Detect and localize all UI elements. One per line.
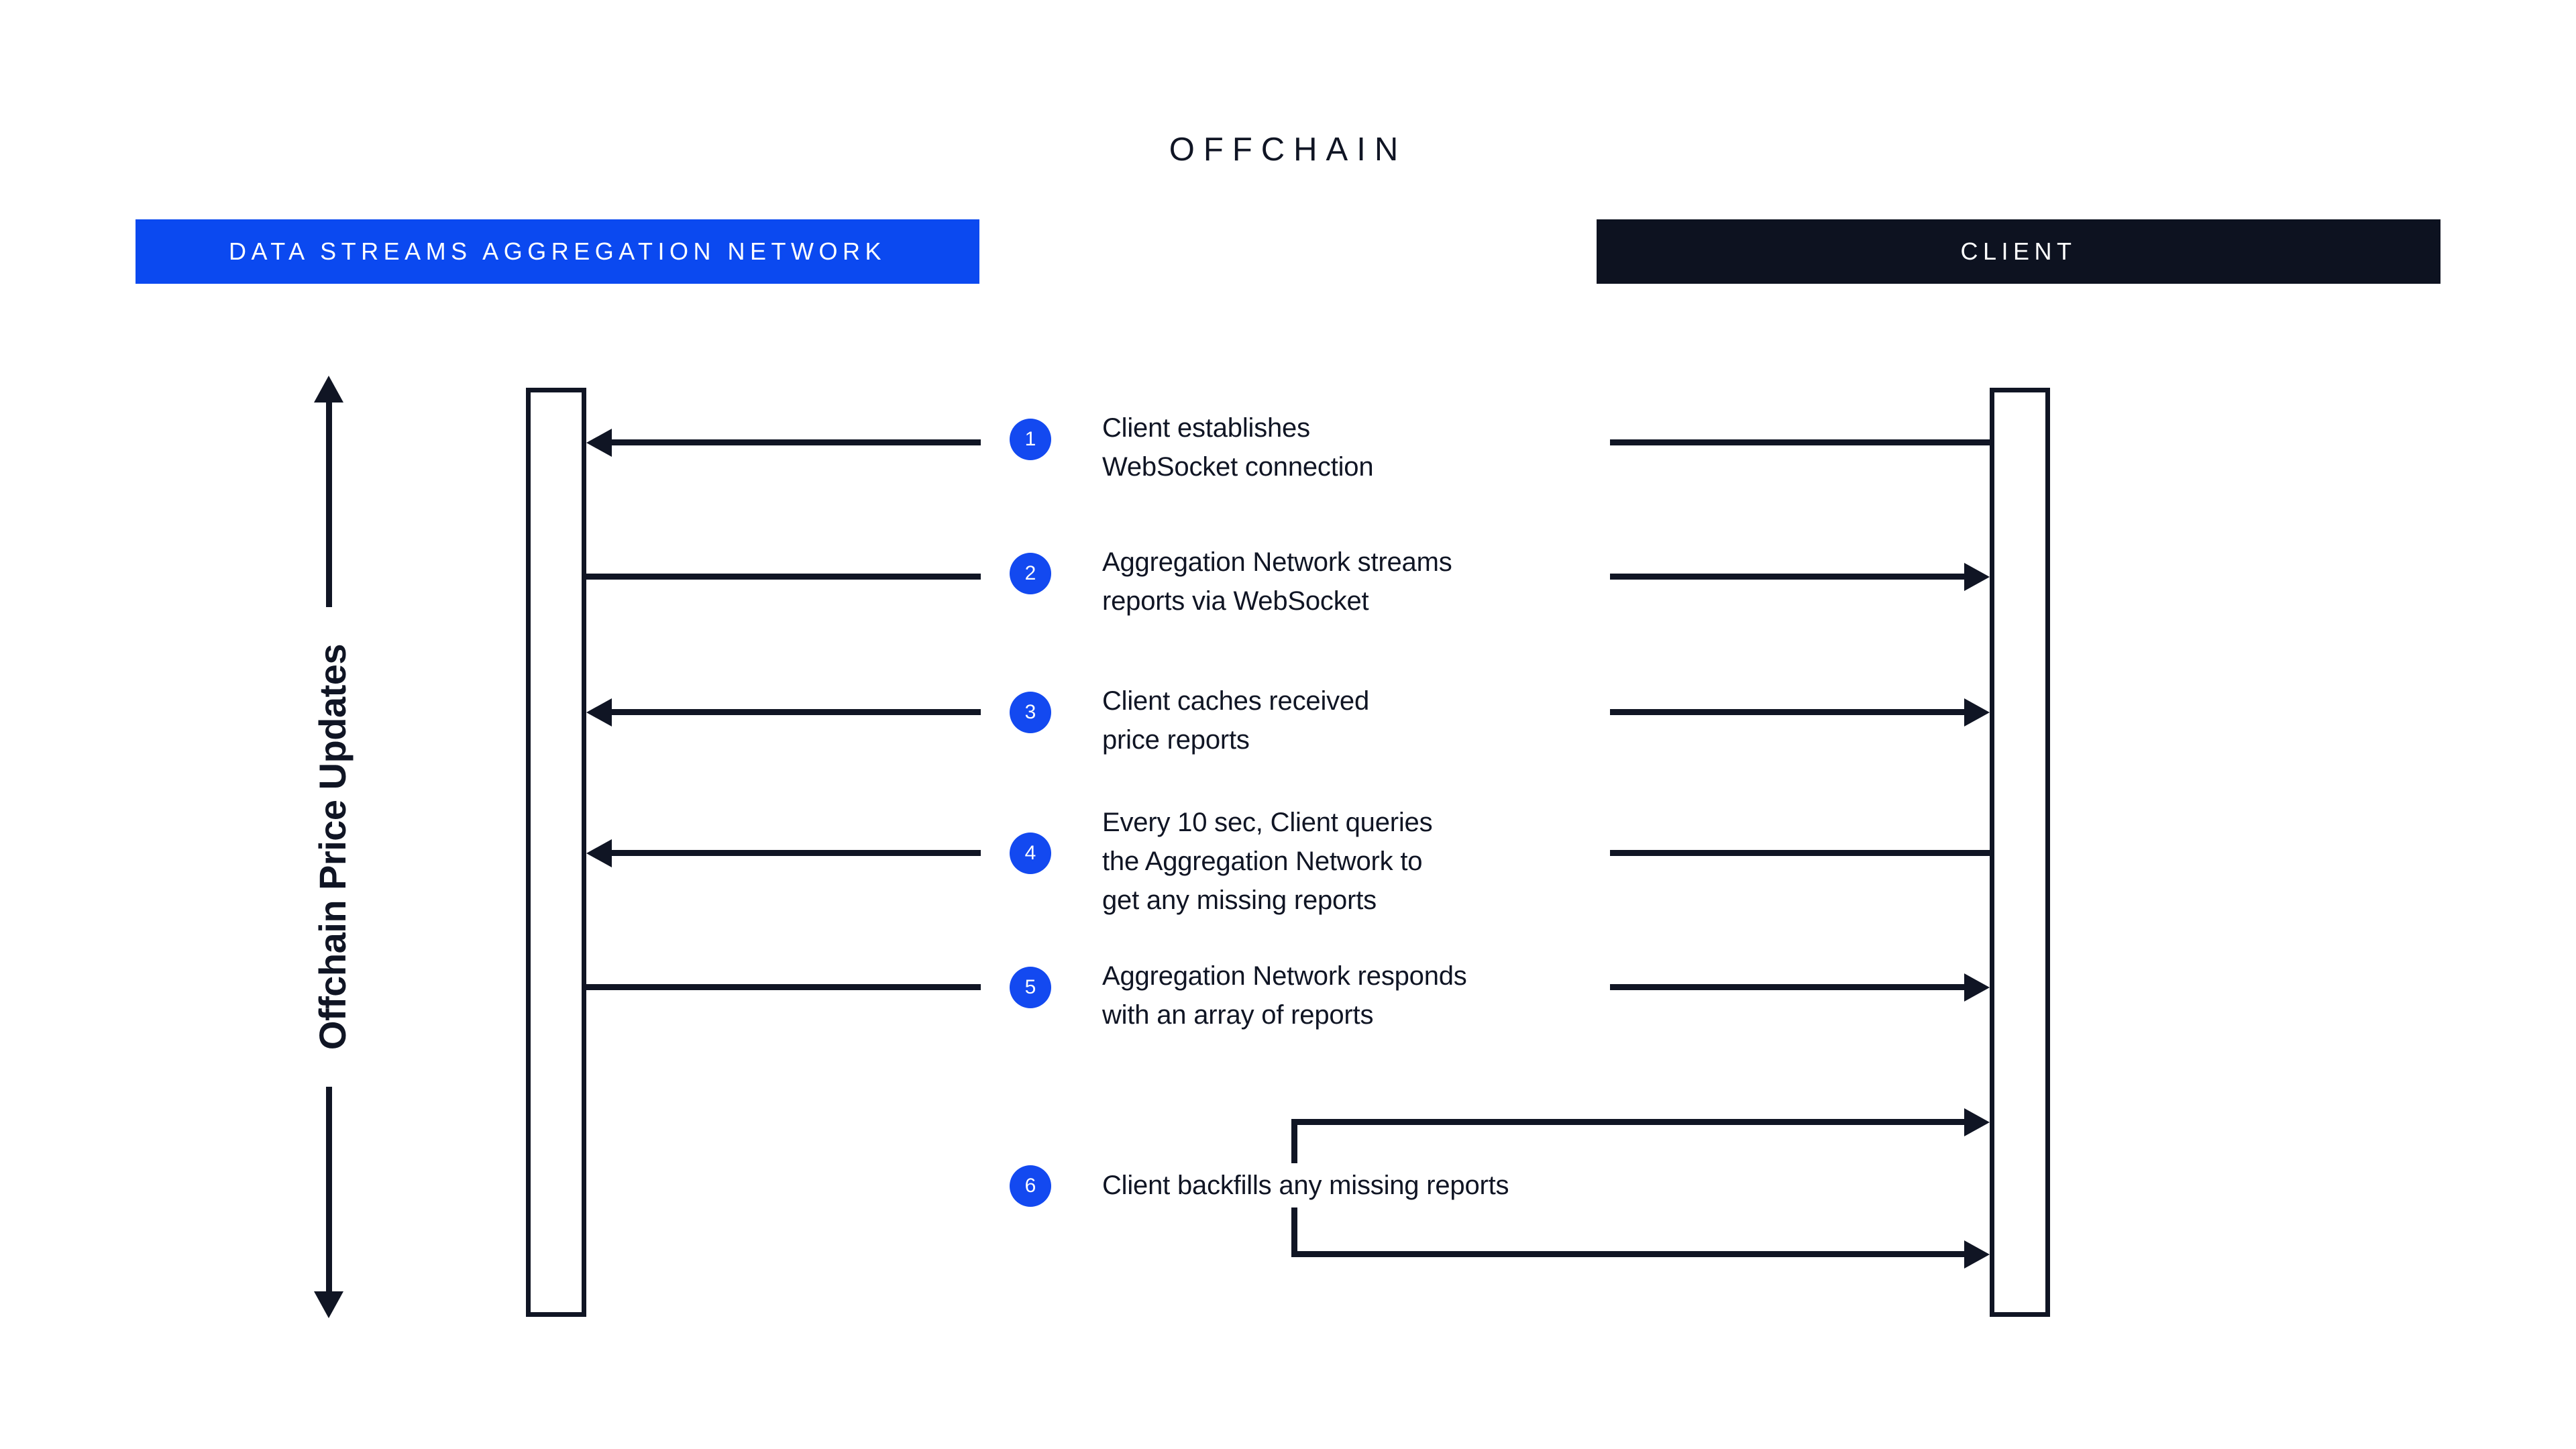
connector-right-3: [1610, 709, 1964, 715]
step-number-6: 6: [1024, 1175, 1036, 1197]
step-text-5: Aggregation Network responds with an arr…: [1102, 961, 1467, 1030]
step-badge-6: 6: [1010, 1165, 1051, 1207]
connector-right-5: [1610, 984, 1964, 990]
lifeline-client: [1990, 388, 2050, 1317]
connector-left-1: [612, 439, 981, 445]
step-badge-3: 3: [1010, 692, 1051, 733]
step-text-6: Client backfills any missing reports: [1102, 1171, 1509, 1200]
axis-label-mask: [275, 607, 389, 1087]
selfloop-stub-bottom-6: [1291, 1208, 1297, 1257]
arrowhead-left-4: [586, 839, 612, 867]
step-number-4: 4: [1024, 842, 1036, 864]
arrowhead-selfloop-bottom-6: [1964, 1240, 1990, 1269]
step-number-1: 1: [1024, 428, 1036, 450]
step-number-5: 5: [1024, 976, 1036, 998]
connector-selfloop-bottom-6: [1291, 1251, 1964, 1257]
step-badge-5: 5: [1010, 967, 1051, 1008]
arrowhead-right-3: [1964, 698, 1990, 727]
step-badge-4: 4: [1010, 833, 1051, 874]
step-badge-2: 2: [1010, 553, 1051, 594]
arrow-down-icon: [314, 1291, 343, 1318]
page-title: OFFCHAIN: [1169, 131, 1407, 168]
connector-selfloop-top-6: [1291, 1119, 1964, 1125]
offchain-price-updates-axis: Offchain Price Updates: [275, 376, 389, 1318]
connector-left-5: [586, 984, 981, 990]
step-number-3: 3: [1024, 701, 1036, 723]
step-number-2: 2: [1024, 562, 1036, 584]
lane-header-aggregation-network: DATA STREAMS AGGREGATION NETWORK: [136, 219, 979, 284]
arrowhead-selfloop-top-6: [1964, 1108, 1990, 1136]
arrowhead-right-2: [1964, 563, 1990, 591]
selfloop-stub-top-6: [1291, 1119, 1297, 1163]
lane-header-client: CLIENT: [1597, 219, 2440, 284]
arrowhead-right-5: [1964, 973, 1990, 1002]
step-text-4: Every 10 sec, Client queries the Aggrega…: [1102, 808, 1433, 915]
arrowhead-left-1: [586, 429, 612, 457]
connector-left-4: [612, 850, 981, 856]
step-badge-1: 1: [1010, 419, 1051, 460]
step-text-2: Aggregation Network streams reports via …: [1102, 547, 1452, 616]
arrow-up-icon: [314, 376, 343, 402]
lifeline-aggregation-network: [526, 388, 586, 1317]
connector-right-4: [1610, 850, 1990, 856]
axis-label: Offchain Price Updates: [311, 643, 354, 1051]
connector-left-2: [586, 574, 981, 580]
connector-right-1: [1610, 439, 1990, 445]
arrowhead-left-3: [586, 698, 612, 727]
step-text-1: Client establishes WebSocket connection: [1102, 413, 1374, 482]
lane-header-network-label: DATA STREAMS AGGREGATION NETWORK: [228, 237, 887, 265]
connector-right-2: [1610, 574, 1964, 580]
lane-header-client-label: CLIENT: [1960, 237, 2077, 265]
step-text-3: Client caches received price reports: [1102, 686, 1370, 755]
connector-left-3: [612, 709, 981, 715]
